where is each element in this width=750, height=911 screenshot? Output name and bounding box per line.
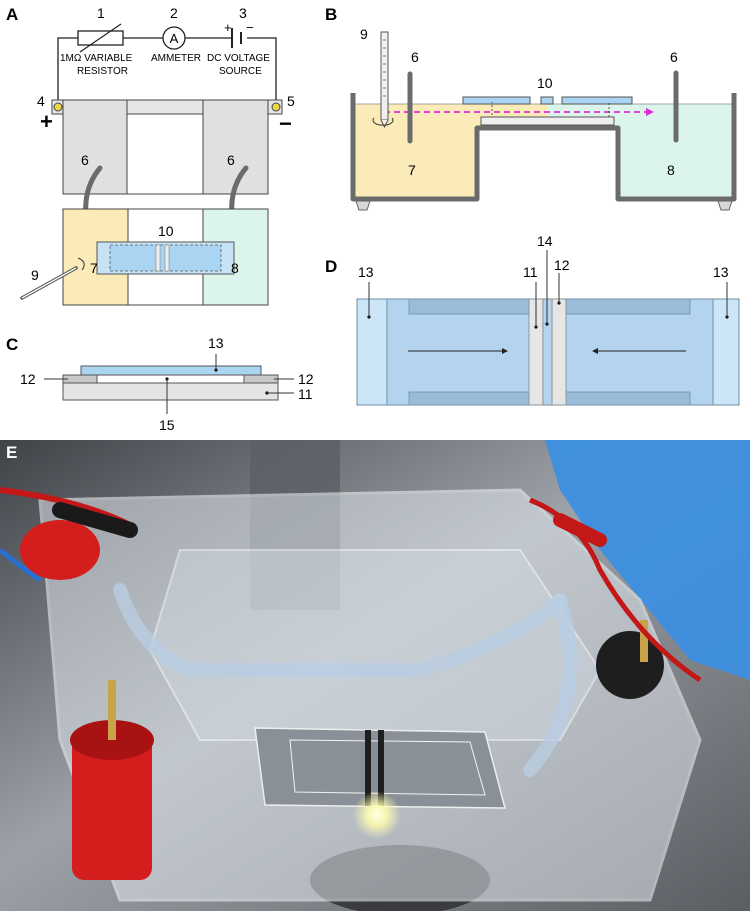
resistor-label-line2: RESISTOR [77,66,128,77]
panel-d-letter: D [325,257,337,276]
panel-b: B 10 6 6 9 7 8 [325,5,734,210]
chip-top-center [541,97,553,104]
label-15: 15 [159,417,175,433]
reservoir-b-left-number: 7 [408,162,416,178]
source-label-line1: DC VOLTAGE [207,53,270,64]
panel-a-letter: A [6,5,18,24]
red-cup-top-left [20,520,100,580]
minus-sign: − [279,111,292,136]
resistor-label-line1: 1MΩ VARIABLE [60,53,133,64]
chamber-foot-left [356,201,370,210]
source-plus: + [224,20,232,35]
chamber-inner-wall [150,550,600,740]
label-11: 11 [298,386,313,402]
reservoir-right-number: 8 [231,260,239,276]
reservoir-left-number: 7 [90,260,98,276]
illumination-spot [353,791,401,839]
electrode-right-number: 6 [670,49,678,65]
chip-gap-right [165,245,169,271]
terminal-left-number: 4 [37,93,45,109]
spacer-right [244,375,278,383]
panel-b-letter: B [325,5,337,24]
bridge-left-number: 6 [81,152,89,168]
chip-top-right [562,97,632,104]
label-12-left: 12 [20,371,36,387]
chip-number: 10 [158,223,174,239]
label-13: 13 [208,335,224,351]
chip-gap-left [156,245,160,271]
coverslip-top [81,366,261,375]
chamber-foot-right [718,201,732,210]
panel-c: C 13 12 12 11 15 [6,335,314,433]
chip-b-number: 10 [537,75,553,91]
source-number: 3 [239,5,247,21]
buffer-left [353,104,477,199]
label-d-13-left: 13 [358,264,374,280]
ammeter-number: 2 [170,5,178,21]
electrode-gap [127,114,203,194]
resistor-number: 1 [97,5,105,21]
panel-c-letter: C [6,335,18,354]
chip-top-left [463,97,530,104]
terminal-positive [54,103,62,111]
reservoir-b-right-number: 8 [667,162,675,178]
label-d-11: 11 [523,264,538,280]
label-d-13-right: 13 [713,264,729,280]
source-label-line2: SOURCE [219,66,262,77]
gold-pin-left [108,680,116,740]
label-d-12: 12 [554,257,570,273]
label-d-14: 14 [537,233,553,249]
label-12-right: 12 [298,371,314,387]
panel-d: D 13 13 11 14 12 [325,233,739,405]
electrode-box-left [63,100,127,194]
channel [97,375,244,383]
pipette-b [381,32,388,120]
gap-strip-right [552,299,566,405]
plus-sign: + [40,109,53,134]
electrode-left-number: 6 [411,49,419,65]
terminal-negative [272,103,280,111]
pipette-b-number: 9 [360,26,368,42]
panel-e-letter: E [6,443,17,462]
panel-e-photo: E [0,440,750,911]
panel-a: A 1 1MΩ VARIABLE RESISTOR A 2 AMMETER 3 … [6,5,295,305]
ammeter-letter: A [170,31,179,46]
base-slide [63,383,278,400]
spacer-left [63,375,97,383]
photo-illustration: E [0,440,750,911]
source-minus: − [246,20,254,35]
pipette-a-number: 9 [31,267,39,283]
terminal-right-number: 5 [287,93,295,109]
chip-platform [481,117,614,125]
ammeter-label: AMMETER [151,53,201,64]
bridge-right-number: 6 [227,152,235,168]
